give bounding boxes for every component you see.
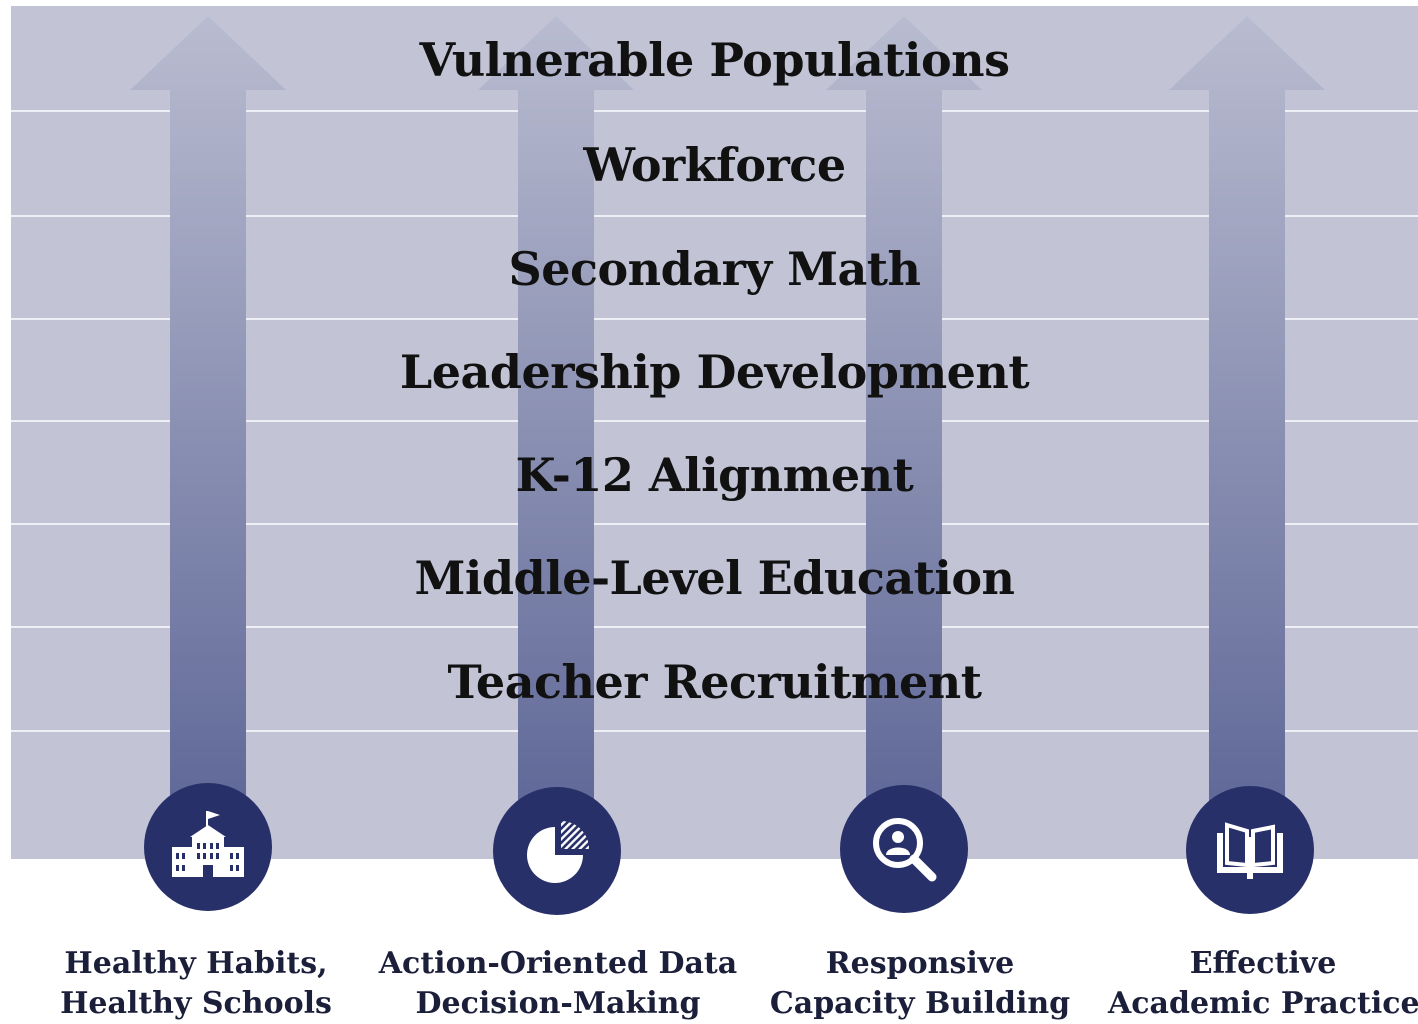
upward-arrow (476, 6, 636, 859)
band-label-secondary-math: Secondary Math (508, 242, 922, 296)
pillar-label-line1: Effective (1189, 946, 1337, 981)
upward-arrow (824, 6, 984, 859)
band-label-middle-level-education: Middle-Level Education (414, 551, 1015, 605)
pillar-label-line2: Academic Practices (1108, 986, 1418, 1021)
band-label-workforce: Workforce (583, 138, 846, 192)
band-label-leadership-development: Leadership Development (399, 345, 1030, 399)
band-divider (11, 730, 1418, 732)
pillar-label-line1: Responsive (825, 946, 1015, 981)
pillar-label-line1: Action-Oriented Data (378, 946, 738, 981)
pillar-label-healthy-habits: Healthy Habits, Healthy Schools (46, 944, 346, 1024)
band-label-vulnerable-populations: Vulnerable Populations (419, 33, 1010, 87)
pillar-label-line1: Healthy Habits, (64, 946, 328, 981)
band-divider (11, 523, 1418, 525)
school-building-icon (144, 783, 272, 911)
pillar-label-responsive-capacity: Responsive Capacity Building (760, 944, 1080, 1024)
band-divider (11, 420, 1418, 422)
pillars-diagram: Vulnerable Populations Workforce Seconda… (11, 6, 1418, 859)
pillar-label-line2: Decision-Making (415, 986, 701, 1021)
band-divider (11, 215, 1418, 217)
pie-chart-icon (493, 787, 621, 915)
band-divider (11, 626, 1418, 628)
pillar-label-effective-academic: Effective Academic Practices (1108, 944, 1418, 1024)
magnifier-person-icon (840, 785, 968, 913)
band-divider (11, 318, 1418, 320)
band-divider (11, 110, 1418, 112)
pillar-label-line2: Capacity Building (769, 986, 1071, 1021)
pillar-label-line2: Healthy Schools (60, 986, 332, 1021)
open-book-icon (1186, 786, 1314, 914)
band-label-k12-alignment: K-12 Alignment (515, 448, 914, 502)
band-label-teacher-recruitment: Teacher Recruitment (447, 655, 982, 709)
upward-arrow (1167, 6, 1327, 859)
pillar-label-action-oriented-data: Action-Oriented Data Decision-Making (378, 944, 738, 1024)
upward-arrow (128, 6, 288, 859)
